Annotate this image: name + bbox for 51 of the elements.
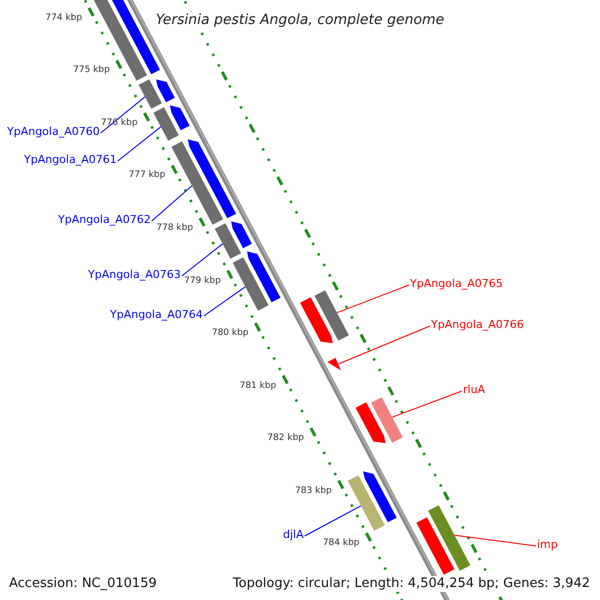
leader-line xyxy=(338,326,430,364)
gene-block xyxy=(416,517,454,575)
leader-line xyxy=(304,505,362,536)
gene-label: YpAngola_A0764 xyxy=(110,308,203,321)
tick-label: 777 kbp xyxy=(128,170,166,182)
footer-text: Accession: NC_010159 xyxy=(7,576,159,592)
gene-label: YpAngola_A0760 xyxy=(7,125,100,138)
gene-block xyxy=(153,107,179,141)
gene-label: YpAngola_A0766 xyxy=(431,318,524,331)
gene-label: imp xyxy=(537,538,558,551)
gene-label: YpAngola_A0763 xyxy=(88,268,181,281)
leader-line xyxy=(100,96,146,134)
leader-line xyxy=(203,286,246,316)
gene-segment xyxy=(356,402,386,444)
gene-label: djlA xyxy=(283,528,304,541)
gene-block xyxy=(314,290,349,341)
gene-segment xyxy=(328,358,341,370)
tick-label: 784 kbp xyxy=(322,538,360,550)
gene-segment xyxy=(170,105,190,130)
footer-text: Topology: circular; Length: 4,504,254 bp; Genes: 3,942 xyxy=(230,576,592,592)
tick-label: 782 kbp xyxy=(267,433,304,444)
tick-label: 781 kbp xyxy=(240,380,276,392)
tick-label: 780 kbp xyxy=(212,328,249,340)
gene-block xyxy=(171,141,224,225)
gene-segment xyxy=(363,471,397,522)
gene-segment xyxy=(231,221,252,248)
gene-segment xyxy=(300,297,333,344)
gene-block xyxy=(214,223,242,259)
gene-block xyxy=(371,397,403,443)
tick-label: 779 kbp xyxy=(184,276,221,286)
leader-line xyxy=(117,126,162,162)
tick-label: 783 kbp xyxy=(295,486,332,497)
leader-line xyxy=(336,284,410,314)
gene-block xyxy=(428,505,470,571)
leader-line xyxy=(392,390,462,418)
gene-label: YpAngola_A0765 xyxy=(410,277,503,290)
gene-block xyxy=(348,475,385,531)
tick-label: 778 kbp xyxy=(156,223,194,234)
gene-block xyxy=(138,79,162,109)
gene-segment xyxy=(247,251,280,302)
tick-label: 774 kbp xyxy=(45,12,82,24)
leader-line xyxy=(151,185,192,222)
gene-label: YpAngola_A0762 xyxy=(58,213,151,226)
gene-label: YpAngola_A0761 xyxy=(24,153,117,166)
gene-segment xyxy=(188,139,236,218)
leader-line xyxy=(454,534,536,546)
leader-line xyxy=(181,243,224,276)
gene-segment xyxy=(156,79,175,102)
gene-block xyxy=(232,257,269,311)
tick-label: 775 kbp xyxy=(73,65,110,76)
gene-label: rluA xyxy=(463,383,486,396)
